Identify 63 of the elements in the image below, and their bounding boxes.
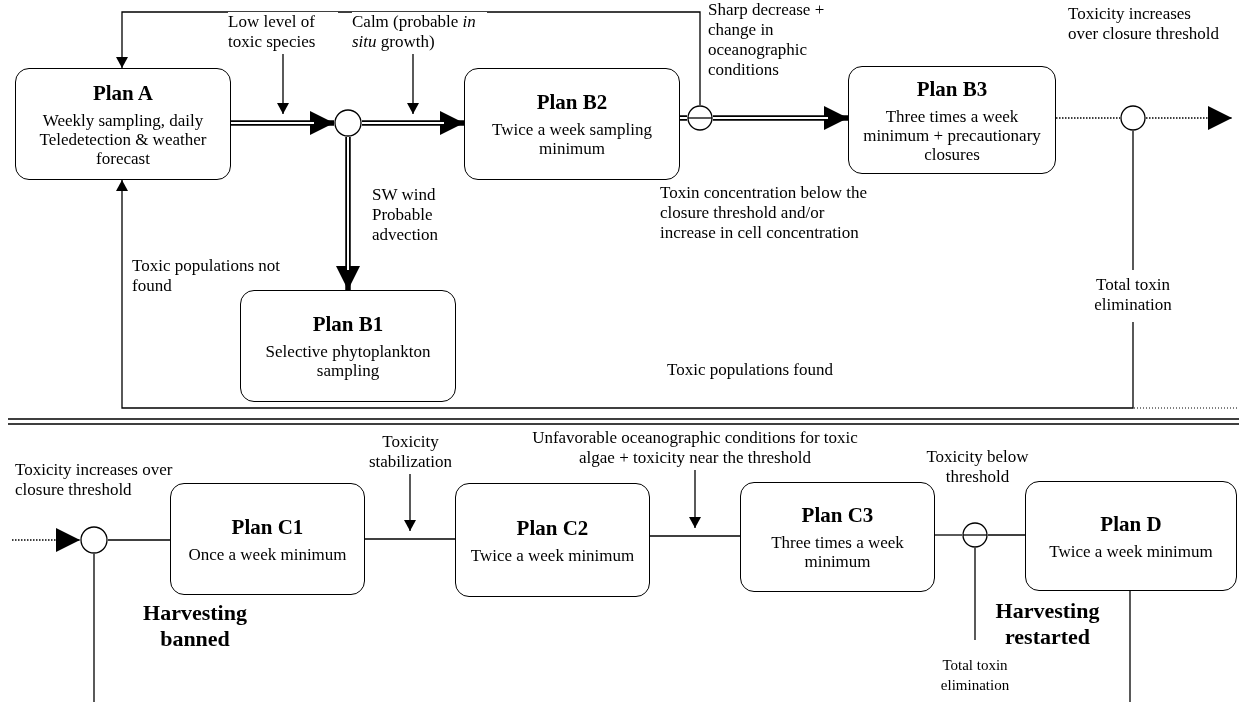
connector-line xyxy=(1055,117,1121,119)
box-title: Plan C3 xyxy=(801,503,874,527)
status-label: Harvesting banned xyxy=(142,600,248,652)
note-label: Toxic populations not found xyxy=(132,256,282,296)
junction-circle xyxy=(80,526,108,554)
box-title: Plan D xyxy=(1100,511,1162,536)
arrow xyxy=(11,528,81,552)
box-title: Plan B1 xyxy=(312,312,384,336)
box-text: Twice a week sampling minimum xyxy=(491,120,653,158)
status-label: Harvesting restarted xyxy=(994,598,1101,650)
edge-label: Sharp decrease + change in oceanographic conditions xyxy=(708,0,826,80)
arrow xyxy=(277,53,289,115)
connector-line xyxy=(364,538,456,540)
edge-label: SW wind Probable advection xyxy=(372,185,440,245)
double-arrow xyxy=(361,111,464,135)
arrow xyxy=(116,130,1134,409)
box-text: Twice a week minimum xyxy=(1048,541,1214,561)
junction-circle xyxy=(1120,105,1146,131)
condition-label: Calm (probable in situ growth) xyxy=(352,12,487,52)
plan-box xyxy=(170,483,365,595)
crossed-circle xyxy=(962,522,988,548)
plan-box xyxy=(240,290,456,402)
box-title: Plan C2 xyxy=(516,515,589,540)
plan-box xyxy=(740,482,935,592)
connector-line xyxy=(974,547,976,641)
plan-box xyxy=(455,483,650,597)
double-arrow xyxy=(712,106,848,130)
box-text: Selective phytoplankton sampling xyxy=(264,342,432,380)
connector-line xyxy=(987,534,1026,536)
arrow xyxy=(404,473,416,532)
box-text: Three times a week minimum + precautionary closures xyxy=(862,106,1042,164)
arrow xyxy=(689,469,701,529)
note-label: Toxic populations found xyxy=(667,360,834,380)
connector-line xyxy=(107,539,171,541)
box-text: Weekly sampling, daily Teledetection & weather forecast xyxy=(38,110,208,168)
box-text: Twice a week minimum xyxy=(469,545,636,565)
connector-line xyxy=(934,534,963,536)
condition-label: Low level of toxic species xyxy=(228,12,338,52)
plan-box xyxy=(15,68,231,180)
connector-line xyxy=(93,553,95,702)
arrow xyxy=(407,53,419,115)
junction-circle xyxy=(334,109,362,137)
note-label: Total toxin elimination xyxy=(939,656,1011,695)
connector-line xyxy=(649,535,741,537)
crossed-circle xyxy=(687,105,713,131)
box-text: Once a week minimum xyxy=(187,544,348,564)
note-label: Toxicity increases over closure threshold xyxy=(1068,4,1221,44)
plan-box xyxy=(1025,481,1237,591)
arrow xyxy=(116,11,701,106)
box-title: Plan C1 xyxy=(231,514,304,539)
box-text: Three times a week minimum xyxy=(770,533,905,571)
box-title: Plan B3 xyxy=(916,76,988,101)
edge-label: Total toxin elimination xyxy=(1093,275,1173,315)
connector-line xyxy=(1129,590,1131,702)
box-title: Plan B2 xyxy=(536,90,608,114)
plan-box xyxy=(464,68,680,180)
double-arrow xyxy=(230,111,334,135)
double-arrow xyxy=(336,136,360,290)
note-label: Toxicity increases over closure threshold xyxy=(15,460,174,500)
note-label: Toxicity below threshold xyxy=(925,447,1030,487)
plan-box xyxy=(848,66,1056,174)
edge-label: Toxin concentration below the closure threshold and/or increase in cell concentration xyxy=(660,183,868,243)
box-title: Plan A xyxy=(92,80,154,105)
